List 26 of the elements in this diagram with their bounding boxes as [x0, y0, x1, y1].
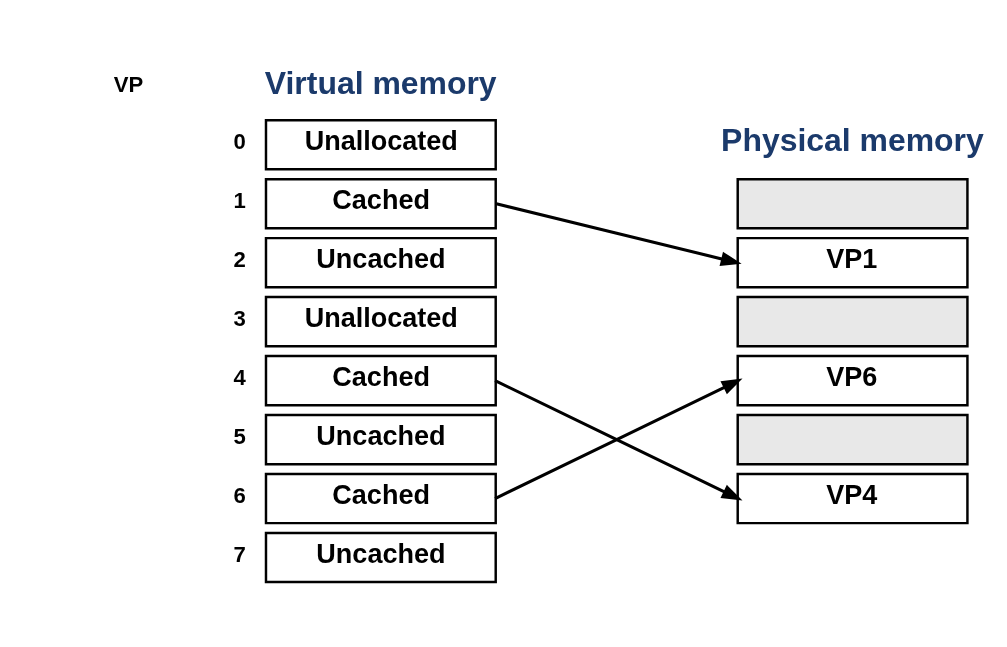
- node-box: Uncached: [264, 413, 497, 466]
- node-box: Cached: [264, 354, 497, 407]
- node-label: 6: [232, 482, 246, 508]
- node-label: 2: [232, 246, 246, 272]
- node-box: Cached: [264, 177, 497, 230]
- node-box: Uncached: [264, 531, 497, 584]
- node-box: VP1: [736, 236, 969, 289]
- label: Physical memory: [720, 122, 984, 159]
- node-label: 0: [232, 128, 246, 154]
- node-label: 7: [232, 541, 246, 567]
- node-box: [736, 177, 969, 230]
- node-box: Unallocated: [264, 295, 497, 348]
- label: VP: [113, 71, 143, 97]
- node-box: [736, 295, 969, 348]
- node-box: Cached: [264, 472, 497, 525]
- node-label: 1: [232, 187, 246, 213]
- node-label: 5: [232, 423, 246, 449]
- node-box: [736, 413, 969, 466]
- node-label: 3: [232, 305, 246, 331]
- node-box: VP4: [736, 472, 969, 525]
- node-label: 4: [232, 364, 246, 390]
- label: Virtual memory: [264, 65, 497, 102]
- node-box: Uncached: [264, 236, 497, 289]
- node-box: VP6: [736, 354, 969, 407]
- arrow: [495, 202, 742, 266]
- node-box: Unallocated: [264, 118, 497, 171]
